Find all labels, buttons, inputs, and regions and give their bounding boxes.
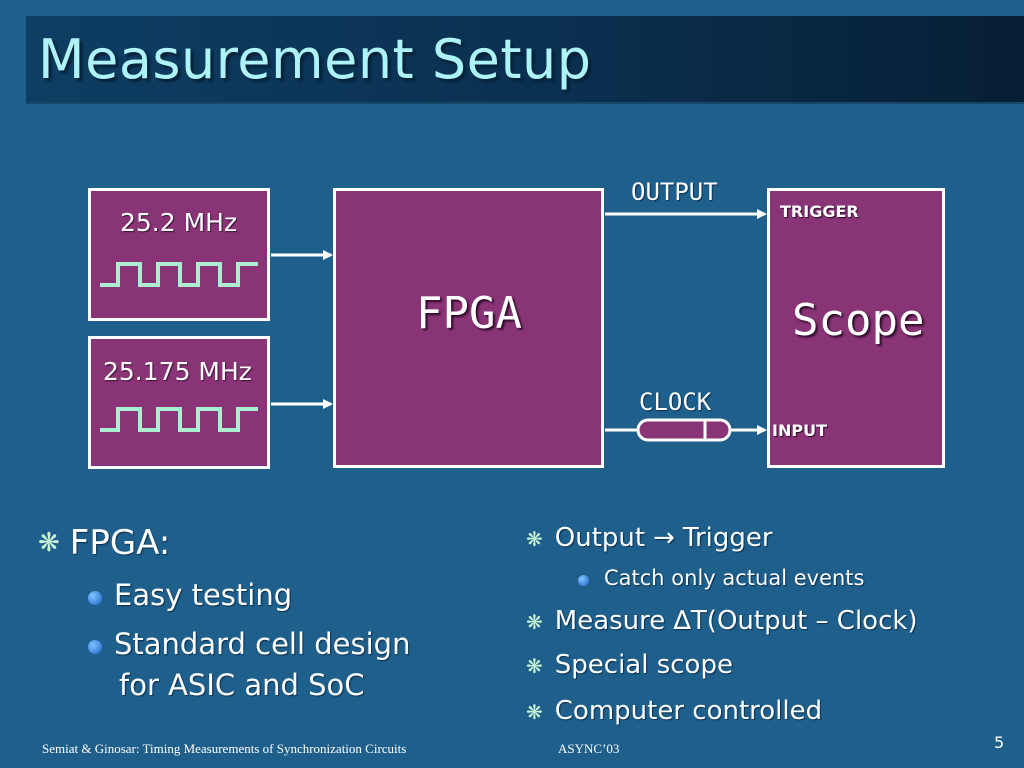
left-subbullet-text-2-cont: for ASIC and SoC [119,668,365,702]
asterisk-bullet-icon: ❋ [526,610,543,634]
dot-bullet-icon [578,575,589,586]
right-bullet-text-4: Computer controlled [554,696,823,726]
footer-left-text: Semiat & Ginosar: Timing Measurements of… [42,741,407,756]
output-signal-label: OUTPUT [631,178,718,206]
page-number: 5 [994,733,1005,752]
right-bullet-3: ❋ Special scope [526,650,733,682]
clock-2-frequency: 25.175 MHz [103,357,252,386]
asterisk-bullet-icon: ❋ [526,654,543,678]
input-port-label: INPUT [772,421,827,440]
right-subbullet-text-1: Catch only actual events [604,566,865,590]
right-subbullet-1: Catch only actual events [578,566,864,590]
asterisk-bullet-icon: ❋ [38,528,60,558]
right-bullet-4: ❋ Computer controlled [526,696,822,728]
slide-title: Measurement Setup [38,28,592,91]
right-bullet-2: ❋ Measure ∆T(Output – Clock) [526,606,918,638]
clock-source-2-box [88,336,270,469]
left-bullet-fpga: ❋ FPGA: [38,523,170,563]
right-bullet-text-2: Measure ∆T(Output – Clock) [554,606,918,636]
left-subbullet-2-cont: for ASIC and SoC [119,668,365,702]
left-subbullet-text-1: Easy testing [114,578,293,612]
trigger-port-label: TRIGGER [780,202,859,221]
title-bar [26,16,1024,102]
dot-bullet-icon [88,640,102,654]
right-bullet-text-1-prefix: Output [554,523,646,553]
left-heading-text: FPGA: [69,523,171,563]
left-subbullet-2: Standard cell design [88,627,410,661]
scope-label: Scope [792,295,925,346]
left-subbullet-1: Easy testing [88,578,292,612]
fpga-label: FPGA [416,288,522,339]
right-arrow-icon: → [653,523,675,553]
right-bullet-text-1-suffix: Trigger [682,523,773,553]
footer-center-text: ASYNC’03 [558,741,620,756]
clock-1-frequency: 25.2 MHz [120,208,238,237]
asterisk-bullet-icon: ❋ [526,527,543,551]
clock-source-1-box [88,188,270,321]
clock-cable-connector [636,418,732,442]
fpga-box [333,188,604,468]
right-bullet-text-3: Special scope [554,650,733,680]
dot-bullet-icon [88,591,102,605]
right-bullet-1: ❋ Output → Trigger [526,523,773,555]
clock-signal-label: CLOCK [639,388,712,416]
left-subbullet-text-2: Standard cell design [114,627,411,661]
asterisk-bullet-icon: ❋ [526,700,543,724]
scope-box [767,188,945,468]
